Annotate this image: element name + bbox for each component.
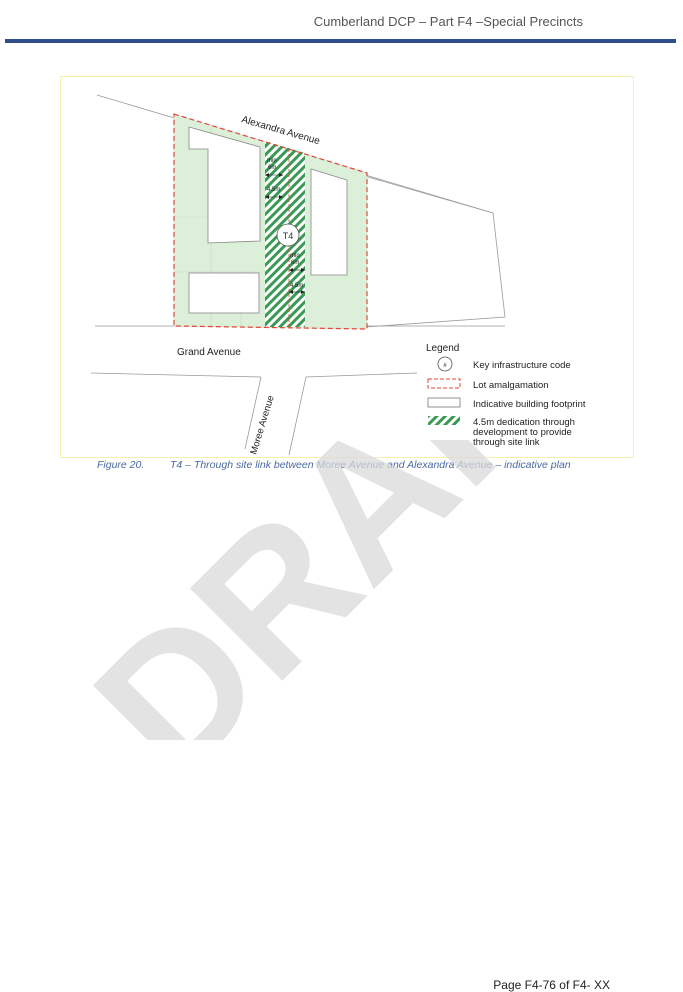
building-footprint — [310, 168, 348, 276]
building-footprint — [188, 126, 261, 244]
svg-text:#: # — [443, 363, 447, 369]
figure-frame: T4 min 6m 4.5m min 6m 4.5m Alexandra Ave… — [60, 76, 634, 458]
legend-item-hatch-line1: 4.5m dedication through — [473, 417, 575, 428]
legend-item-code: Key infrastructure code — [473, 360, 571, 371]
legend-title: Legend — [426, 343, 459, 354]
svg-text:4.5m: 4.5m — [290, 283, 303, 289]
code-marker-label: T4 — [283, 231, 294, 241]
header-title: Cumberland DCP – Part F4 –Special Precin… — [313, 14, 583, 29]
street-moree-avenue: Moree Avenue — [248, 394, 276, 456]
header-rule — [5, 39, 676, 43]
figure-caption-text: T4 – Through site link between Moree Ave… — [170, 459, 571, 471]
street-grand-avenue: Grand Avenue — [177, 347, 241, 358]
legend-code-symbol — [437, 356, 453, 372]
road-edge-moree-left — [244, 376, 262, 450]
road-edge-moree-right — [288, 376, 307, 456]
svg-text:6m: 6m — [268, 165, 276, 171]
legend: Legend # Key infrastructure code Lot ama… — [426, 343, 586, 448]
road-edge-east — [360, 174, 506, 328]
legend-symbol-hatch — [428, 416, 460, 425]
legend-item-hatch-line2: development to provide — [473, 427, 572, 438]
dimension-top: min 6m 4.5m — [267, 158, 280, 193]
code-marker — [276, 223, 300, 247]
draft-watermark: DRAFT — [60, 440, 520, 740]
page-number: Page F4-76 of F4- XX — [493, 978, 610, 992]
svg-text:4.5m: 4.5m — [267, 187, 280, 193]
road-edge-grand-lower — [90, 372, 262, 378]
watermark-text: DRAFT — [60, 440, 520, 740]
legend-symbol-building — [427, 397, 461, 408]
legend-item-lot: Lot amalgamation — [473, 380, 549, 391]
svg-text:min: min — [267, 158, 277, 164]
svg-text:min: min — [290, 253, 300, 259]
legend-item-hatch-line3: through site link — [473, 437, 540, 448]
figure-number: Figure 20. — [97, 459, 145, 471]
building-footprint — [188, 272, 260, 314]
svg-text:6m: 6m — [291, 260, 299, 266]
road-edge-grand-lower-right — [305, 372, 418, 378]
figure-caption: Figure 20. T4 – Through site link between… — [97, 459, 571, 471]
site-plan: T4 min 6m 4.5m min 6m 4.5m Alexandra Ave… — [90, 94, 586, 456]
legend-symbol-lot — [427, 378, 461, 389]
legend-item-building: Indicative building footprint — [473, 399, 586, 410]
dimension-bottom: min 6m 4.5m — [290, 253, 303, 289]
